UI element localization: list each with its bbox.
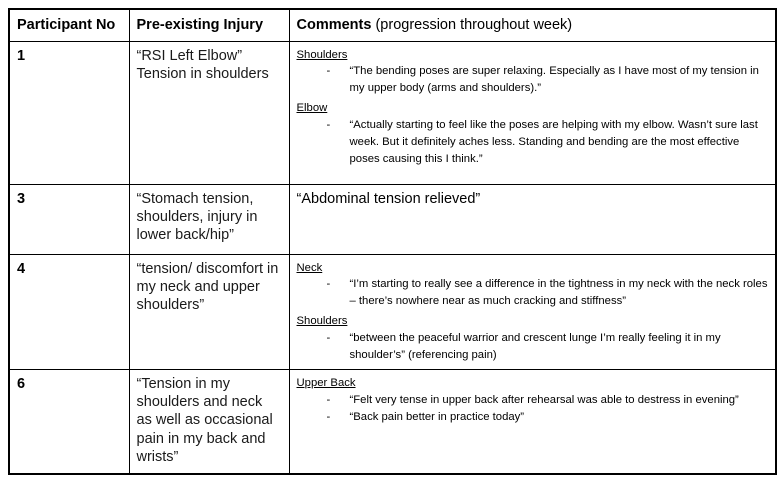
participant-cell: 6: [8, 369, 130, 475]
injury-cell: “Tension in my shoulders and neck as wel…: [128, 369, 290, 475]
comments-cell: Neck “I’m starting to really see a differ…: [288, 253, 777, 371]
header-row: Participant No Pre-existing Injury Comme…: [8, 8, 777, 42]
comment-heading: Neck: [296, 261, 323, 274]
header-cell-comments: Comments (progression throughout week): [288, 8, 777, 42]
participant-cell: 1: [8, 40, 130, 185]
plain-comment: “Abdominal tension relieved”: [296, 190, 481, 207]
comment-heading: Elbow: [296, 102, 328, 115]
comments-cell: Shoulders “The bending poses are super re…: [288, 40, 777, 185]
injury-cell: “RSI Left Elbow”Tension in shoulders: [128, 40, 290, 185]
header-label-comments-subtitle: (progression throughout week): [371, 17, 573, 33]
participant-cell: 4: [8, 253, 130, 371]
comment-heading: Shoulders: [296, 315, 348, 328]
header-cell-participant-no: Participant No: [8, 8, 130, 42]
comment-bullet: “Actually starting to feel like the pose…: [297, 117, 769, 168]
comment-bullet: “between the peaceful warrior and cresce…: [297, 330, 769, 364]
injury-line: Tension in shoulders: [136, 65, 269, 82]
injury-cell: “Stomach tension, shoulders, injury in l…: [128, 183, 290, 255]
comment-bullet: “I’m starting to really see a difference…: [297, 276, 769, 310]
header-cell-pre-existing-injury: Pre-existing Injury: [128, 8, 290, 42]
comment-section: Elbow “Actually starting to feel like the…: [297, 100, 769, 168]
comment-heading: Upper Back: [296, 377, 356, 390]
injury-line: “Tension in my shoulders and neck as wel…: [136, 376, 273, 465]
table-row: 3“Stomach tension, shoulders, injury in …: [8, 183, 777, 255]
comment-section: Upper Back “Felt very tense in upper back…: [297, 375, 769, 426]
comments-cell: “Abdominal tension relieved”: [288, 183, 777, 255]
participant-cell: 3: [8, 183, 130, 255]
comment-bullet: “Felt very tense in upper back after reh…: [297, 392, 769, 409]
comment-section: Neck “I’m starting to really see a differ…: [297, 260, 769, 311]
header-label-pre-existing-injury: Pre-existing Injury: [136, 17, 264, 33]
table-row: 6“Tension in my shoulders and neck as we…: [8, 369, 777, 475]
table-row: 4“tension/ discomfort in my neck and upp…: [8, 253, 777, 371]
table-header: Participant No Pre-existing Injury Comme…: [8, 8, 777, 42]
participants-table: Participant No Pre-existing Injury Comme…: [8, 8, 777, 475]
comment-section: Shoulders “The bending poses are super re…: [297, 47, 769, 98]
comment-bullet: “Back pain better in practice today”: [297, 409, 769, 426]
injury-line: “tension/ discomfort in my neck and uppe…: [136, 260, 279, 313]
injury-cell: “tension/ discomfort in my neck and uppe…: [128, 253, 290, 371]
injury-line: “Stomach tension, shoulders, injury in l…: [136, 190, 258, 243]
injury-line: “RSI Left Elbow”: [136, 47, 243, 64]
comments-cell: Upper Back “Felt very tense in upper back…: [288, 369, 777, 475]
comment-heading: Shoulders: [296, 48, 348, 61]
header-label-comments: Comments: [296, 17, 372, 33]
header-label-participant-no: Participant No: [17, 17, 116, 33]
comment-bullet: “The bending poses are super relaxing. E…: [297, 63, 769, 97]
comment-section: Shoulders “between the peaceful warrior a…: [297, 313, 769, 364]
